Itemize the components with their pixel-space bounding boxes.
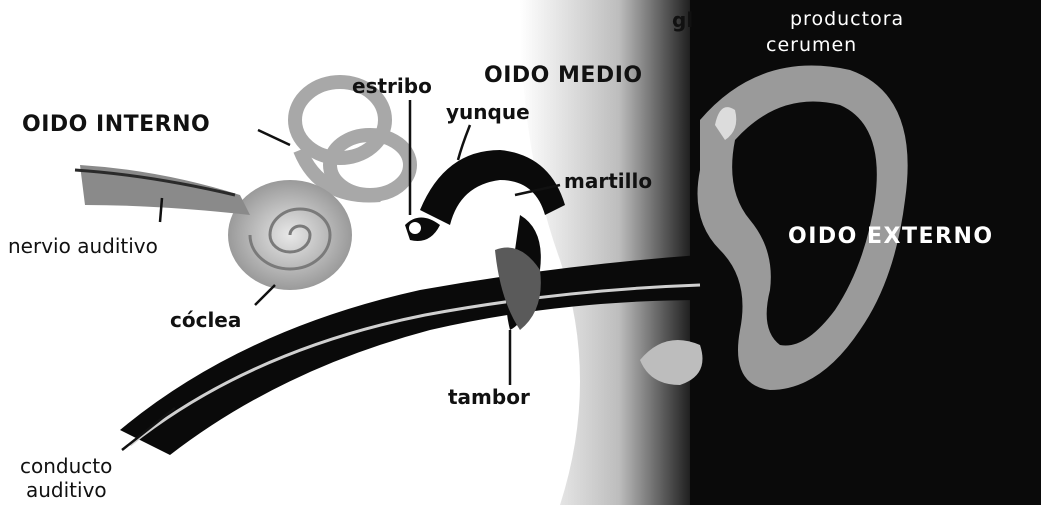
label-gland-prefix: gl [672,10,693,30]
label-oido-medio: OIDO MEDIO [484,65,643,87]
label-yunque: yunque [446,102,530,122]
cochlea [228,180,352,290]
label-nervio-auditivo: nervio auditivo [8,236,158,256]
label-tambor: tambor [448,387,530,407]
label-conducto: conducto [20,456,112,476]
semicircular-canals [295,82,410,195]
label-coclea: cóclea [170,310,241,330]
label-oido-externo: OIDO EXTERNO [788,226,994,248]
label-martillo: martillo [564,171,652,191]
label-gland-productora: productora [790,10,904,29]
label-oido-interno: OIDO INTERNO [22,114,210,136]
label-estribo: estribo [352,76,432,96]
label-auditivo: auditivo [26,480,107,500]
label-cerumen: cerumen [766,36,857,55]
